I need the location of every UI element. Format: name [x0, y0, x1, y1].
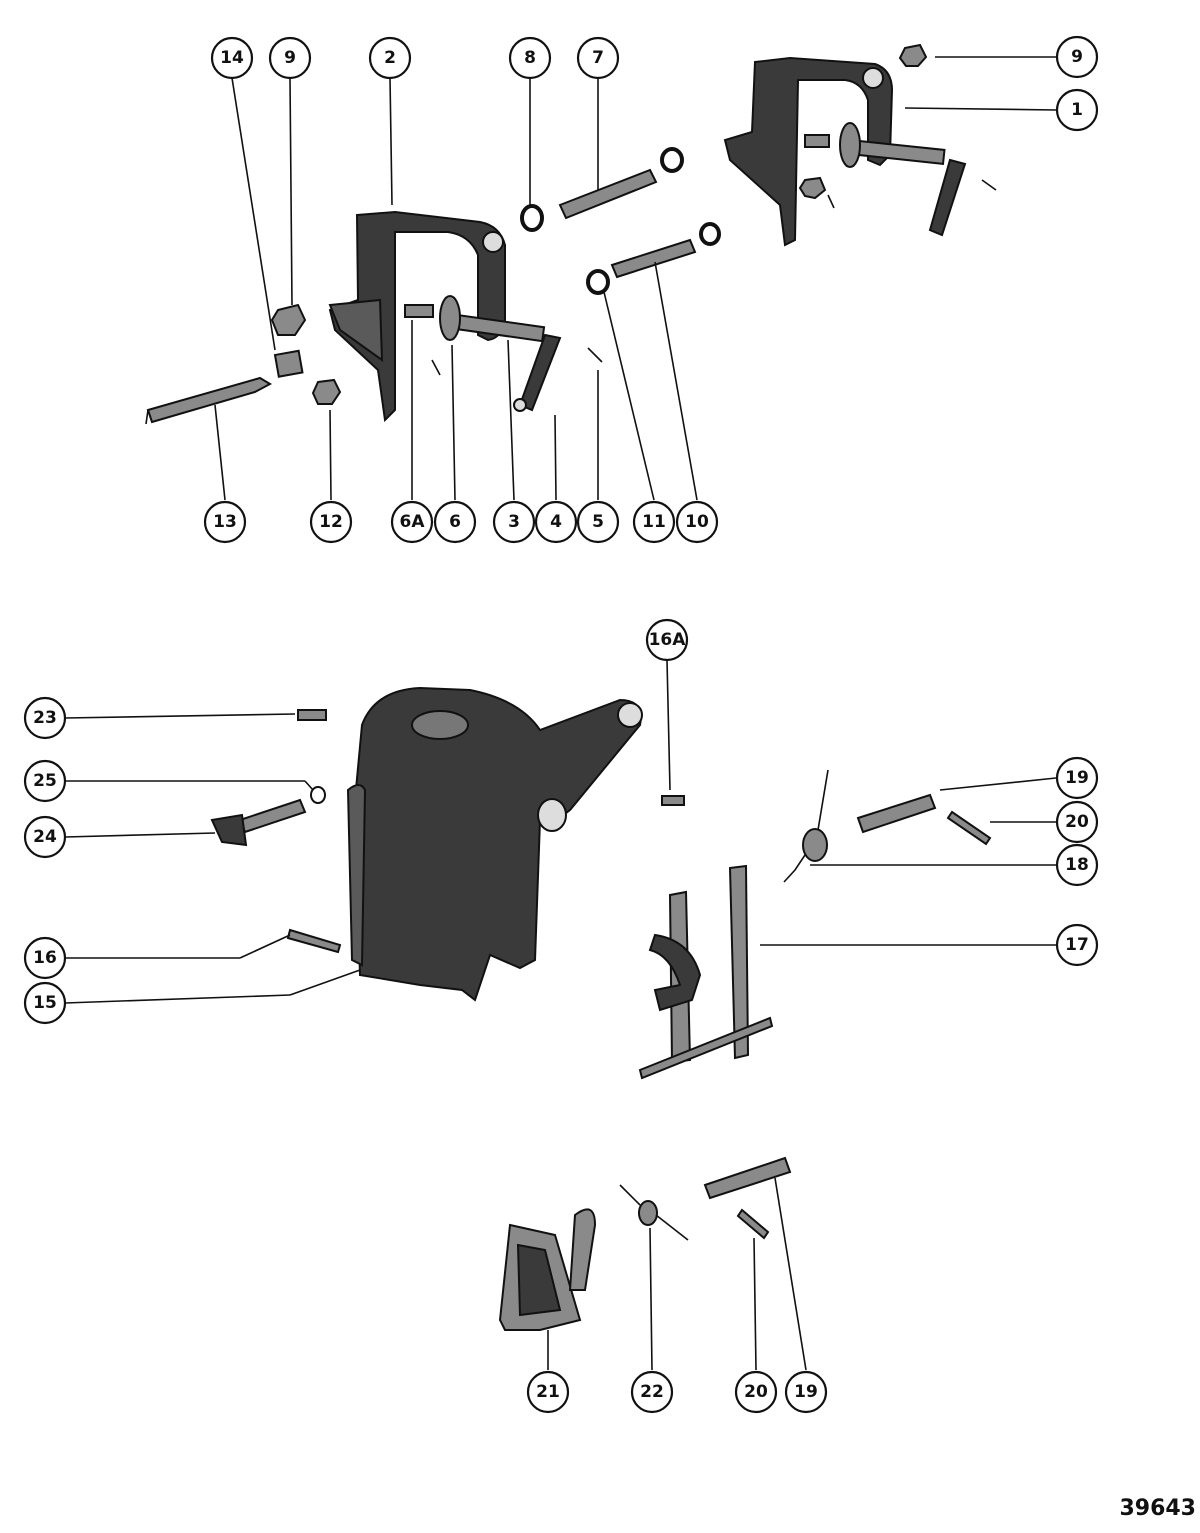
shaft-10	[610, 238, 697, 279]
callout-3: 3	[492, 500, 536, 544]
pin-19-mid	[856, 793, 937, 834]
callout-label: 12	[319, 512, 343, 532]
clamp-screw-right	[839, 122, 967, 237]
callout-label: 19	[794, 1382, 818, 1402]
handle-rod-13	[145, 376, 273, 425]
callout-label: 13	[213, 512, 237, 532]
callout-13: 13	[203, 500, 247, 544]
clamp-bracket-right	[723, 56, 894, 247]
screw-16	[286, 928, 342, 954]
clamp-bracket-left	[328, 210, 506, 423]
callout-label: 18	[1065, 855, 1089, 875]
pin-19-bottom	[703, 1156, 792, 1200]
tilt-lever-21	[498, 1208, 597, 1331]
callout-12: 12	[309, 500, 353, 544]
spring-22	[619, 1184, 689, 1241]
small-parts-right	[798, 134, 997, 209]
callout-22: 22	[630, 1370, 674, 1414]
callout-1: 1	[1055, 88, 1099, 132]
callout-label: 3	[508, 512, 520, 532]
figure-number: 39643	[1119, 1496, 1196, 1521]
callout-label: 21	[536, 1382, 560, 1402]
callout-21: 21	[526, 1370, 570, 1414]
callout-label: 5	[592, 512, 604, 532]
callout-20-mid: 20	[1055, 800, 1099, 844]
callout-label: 20	[744, 1382, 768, 1402]
callout-16: 16	[23, 936, 67, 980]
leader-lines-middle	[64, 659, 1057, 1004]
callout-label: 9	[284, 48, 296, 68]
callout-label: 20	[1065, 812, 1089, 832]
callout-label: 22	[640, 1382, 664, 1402]
callout-label: 19	[1065, 768, 1089, 788]
pin-7	[558, 168, 658, 220]
callout-6: 6	[433, 500, 477, 544]
callout-4: 4	[534, 500, 578, 544]
callout-25: 25	[23, 759, 67, 803]
callout-label: 7	[592, 48, 604, 68]
washer-7b	[660, 147, 684, 173]
bolt-24	[210, 798, 307, 847]
callout-label: 17	[1065, 935, 1089, 955]
callout-label: 15	[33, 993, 57, 1013]
callout-label: 4	[550, 512, 562, 532]
callout-15: 15	[23, 981, 67, 1025]
cotter-20-mid	[946, 810, 992, 846]
callout-label: 6	[449, 512, 461, 532]
callout-2: 2	[368, 36, 412, 80]
callout-label: 2	[384, 48, 396, 68]
callout-label: 9	[1071, 47, 1083, 67]
callout-label: 16	[33, 948, 57, 968]
callout-7: 7	[576, 36, 620, 80]
callout-label: 23	[33, 708, 57, 728]
nut-9-left	[270, 303, 307, 336]
callout-9: 9	[268, 36, 312, 80]
callout-5: 5	[576, 500, 620, 544]
washer-11	[586, 222, 721, 295]
callout-8: 8	[508, 36, 552, 80]
leader-lines-bottom	[547, 1177, 807, 1371]
spring-18	[783, 769, 829, 883]
callout-label: 24	[33, 827, 57, 847]
clamp-screw-left	[439, 295, 562, 412]
nut-9-right	[898, 43, 928, 67]
callout-label: 14	[220, 48, 244, 68]
callout-9-right: 9	[1055, 35, 1099, 79]
nut-12	[311, 378, 342, 405]
oring-25	[310, 786, 326, 804]
callout-17: 17	[1055, 923, 1099, 967]
callout-16a: 16A	[645, 618, 689, 662]
screw-23	[297, 709, 327, 721]
screw-16a	[661, 795, 685, 806]
callout-24: 24	[23, 815, 67, 859]
callout-label: 6A	[400, 512, 426, 532]
callout-10: 10	[675, 500, 719, 544]
stud-14	[273, 349, 304, 378]
washer-8	[520, 204, 544, 232]
callout-label: 25	[33, 771, 57, 791]
small-bolt-6a	[404, 304, 434, 318]
callout-6a: 6A	[390, 500, 434, 544]
callout-19-mid: 19	[1055, 756, 1099, 800]
callout-14: 14	[210, 36, 254, 80]
leader-lines-top	[214, 56, 1057, 501]
callout-23: 23	[23, 696, 67, 740]
callout-label: 10	[685, 512, 709, 532]
callout-18: 18	[1055, 843, 1099, 887]
callout-19-bottom: 19	[784, 1370, 828, 1414]
callout-11: 11	[632, 500, 676, 544]
cotter-pins-left	[431, 347, 603, 376]
callout-label: 16A	[649, 630, 687, 650]
callout-20-bottom: 20	[734, 1370, 778, 1414]
tilt-lock-lever	[638, 864, 774, 1080]
swivel-bracket	[346, 686, 643, 1002]
callout-label: 1	[1071, 100, 1083, 120]
callout-label: 11	[642, 512, 666, 532]
cotter-20-bottom	[736, 1208, 770, 1240]
callout-label: 8	[524, 48, 536, 68]
